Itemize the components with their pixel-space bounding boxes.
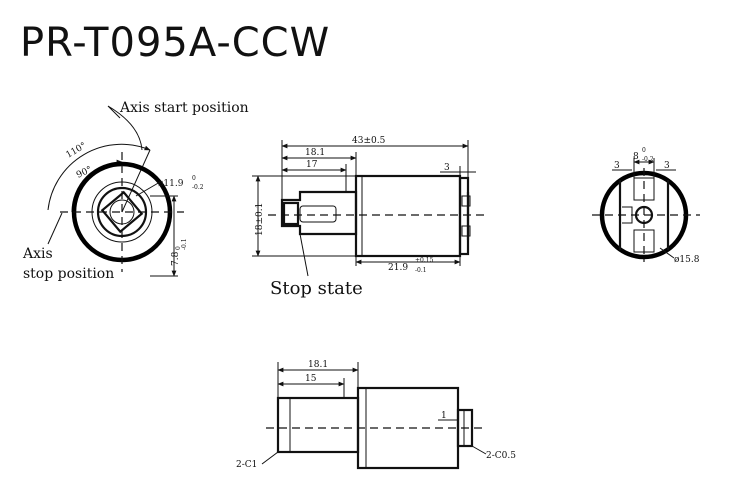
rear-side-left-text: 3 (614, 161, 620, 171)
angle-110-text: 110° (65, 141, 89, 161)
rear-side-right-text: 3 (664, 161, 670, 171)
angle-ray (121, 149, 151, 213)
stop-state-label: Stop state (270, 278, 363, 299)
bottom-view: 18.1 15 1 2-C1 2-C0.5 (236, 360, 516, 470)
side-shaft-tip (282, 201, 300, 226)
side-body-tol-top: +0.15 (415, 257, 434, 264)
rear-dia-leader (659, 247, 675, 259)
front-height-tol-top: 0 (175, 246, 182, 250)
axis-stop-leader (47, 212, 63, 245)
axis-start-leader (107, 105, 143, 151)
front-shaft-flat (100, 190, 144, 234)
side-gap-text: 3 (444, 163, 450, 173)
side-endcap (458, 176, 470, 256)
rear-slot-text: 8 (633, 152, 639, 162)
front-height-tol-bot: -0.1 (181, 238, 188, 250)
axis-start-label: Axis start position (119, 100, 249, 116)
side-body (354, 174, 462, 258)
stop-state-leader (299, 233, 309, 277)
bottom-chamfer-left-text: 2-C1 (236, 460, 257, 470)
rear-dia-text: ø15.8 (674, 255, 700, 265)
bottom-chamfer-right-leader (471, 445, 487, 455)
front-dia-tol-bot: -0.2 (192, 184, 204, 191)
bottom-flat-text: 15 (305, 374, 317, 384)
bottom-endcap (456, 408, 474, 448)
bottom-chamfer-right-text: 2-C0.5 (486, 451, 516, 461)
side-dia-text: 18±0.1 (255, 203, 265, 236)
side-terminal-2 (461, 225, 471, 237)
axis-stop-label-line2: stop position (23, 266, 114, 282)
side-overall-text: 43±0.5 (352, 136, 386, 146)
bottom-step-text: 1 (441, 411, 447, 421)
rear-slot-tol-bot: -0.2 (642, 156, 654, 163)
side-view: 43±0.5 18.1 17 3 18±0.1 21.9 +0.15 -0.1 … (252, 136, 488, 299)
axis-stop-label-line1: Axis (22, 246, 53, 262)
front-view: Axis start position Axis stop position 1… (22, 100, 249, 282)
front-height-text: 7.8 (171, 251, 181, 266)
rear-slot-tol-top: 0 (642, 147, 646, 154)
rear-view: 8 0 -0.2 3 3 ø15.8 (592, 147, 700, 265)
angle-arc-110 (47, 143, 151, 211)
side-terminal-1 (461, 195, 471, 207)
front-dia-tol-top: 0 (192, 175, 196, 182)
side-body-text: 21.9 (388, 263, 408, 273)
side-body-tol-bot: -0.1 (415, 267, 427, 274)
side-shaft-slot (299, 205, 337, 223)
bottom-shaft-text: 18.1 (308, 360, 328, 370)
page-title: PR-T095A-CCW (20, 20, 330, 66)
front-dia-leader (135, 181, 161, 197)
side-shaft (280, 190, 358, 236)
bottom-chamfer-left-leader (261, 451, 279, 465)
front-dia-text: ø11.9 (158, 179, 184, 189)
side-flat-text: 17 (306, 160, 318, 170)
side-shaft-text: 18.1 (305, 148, 325, 158)
